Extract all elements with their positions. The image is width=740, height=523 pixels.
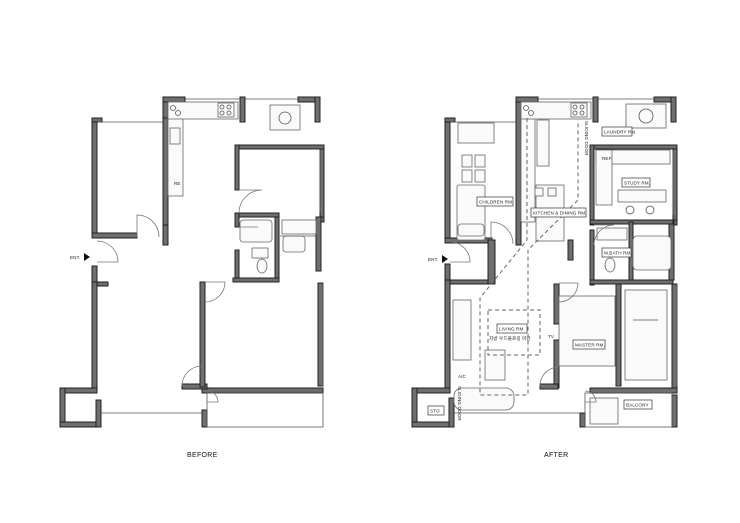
living-note-label: 지방 우드플로링 마감 xyxy=(489,335,531,342)
ref-label: REF. xyxy=(602,156,612,161)
ac-label: A/C xyxy=(458,374,467,379)
after-labels: ENT. CHILDREN RM. KITCHEN & DINING RM. S… xyxy=(427,121,653,421)
master-bath-label: M.BATH RM. xyxy=(604,251,632,256)
children-room-label: CHILDREN RM. xyxy=(479,200,513,205)
sliding-door-bottom-label: SLIDING DOOR xyxy=(457,386,462,421)
living-room-label: LIVING RM. xyxy=(499,327,525,332)
before-entrance-label: ENT. xyxy=(70,255,80,260)
study-room-label: STUDY RM. xyxy=(624,181,650,186)
balcony-label: BALCONY xyxy=(626,403,649,408)
tv-label: TV xyxy=(548,334,555,339)
after-caption: AFTER xyxy=(544,452,569,459)
master-room-label: MASTER RM. xyxy=(575,343,605,348)
kitchen-dining-label: KITCHEN & DINING RM. xyxy=(533,211,587,216)
after-entrance-label: ENT. xyxy=(428,257,438,262)
sliding-door-top-label: SLIDING DOOR xyxy=(584,121,589,156)
after-plan xyxy=(411,96,678,428)
laundry-room-label: LAUNDRY RM. xyxy=(604,130,637,135)
before-plan: ENT. RE xyxy=(59,96,325,428)
storage-label: STO xyxy=(430,409,440,414)
before-ref-label: RE xyxy=(174,181,181,186)
before-caption: BEFORE xyxy=(187,452,218,459)
